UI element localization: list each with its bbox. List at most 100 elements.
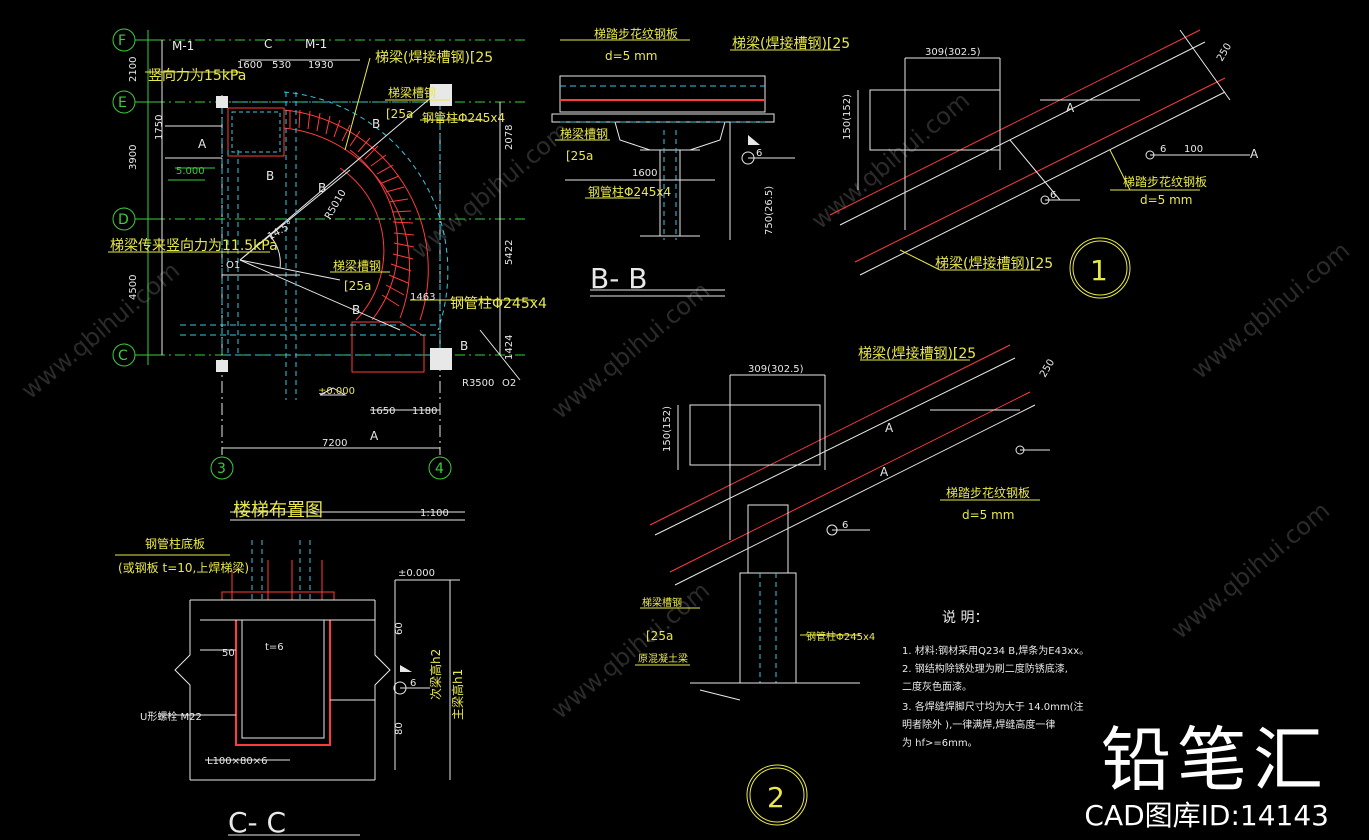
channel-label: 梯梁槽钢	[560, 126, 608, 141]
axis-label-3: 3	[217, 461, 226, 477]
section-bb	[551, 39, 840, 297]
section-cc	[115, 540, 460, 836]
dim-right: 1424	[504, 335, 515, 360]
beam-channel-label: 梯梁槽钢	[388, 85, 436, 100]
axis-label-4: 4	[435, 461, 444, 477]
watermark-repeat: www.qbihui.com	[1186, 236, 1355, 384]
radius-label: R5010	[323, 188, 349, 222]
vertical-force-label: 竖向力为15kPa	[148, 68, 246, 84]
dim-250: 250	[1038, 357, 1057, 379]
watermark-brand: 铅笔汇	[1101, 719, 1329, 801]
tread-label: 梯踏步花纹钢板	[594, 26, 678, 41]
dim-60: 60	[394, 622, 405, 635]
dim-750: 750(26.5)	[764, 186, 775, 235]
watermark-id: CAD图库ID:14143	[1084, 799, 1329, 832]
base-plate-note: (或钢板 t=10,上焊梯梁)	[118, 560, 249, 575]
weld-size: 6	[1160, 144, 1166, 155]
weld-a: A	[1250, 147, 1259, 161]
section-a: A	[880, 465, 889, 479]
beam-label: 梯梁(焊接槽钢)[25	[858, 345, 976, 362]
section-b-mark: B	[372, 117, 380, 131]
dim-309: 309(302.5)	[748, 364, 804, 375]
beam-weld-channel-label: 梯梁(焊接槽钢)[25	[375, 49, 493, 66]
tread-thickness: d=5 mm	[1140, 193, 1193, 207]
section-b-mark: B	[266, 169, 274, 183]
dim-50: 50	[222, 648, 235, 659]
notes-title: 说 明：	[942, 610, 988, 626]
door-label: M-1	[172, 39, 194, 53]
dim-250: 250	[1215, 41, 1234, 63]
notes-item: 明者除外 ),一律满焊,焊缝高度一律	[902, 718, 1055, 731]
detail-1	[829, 29, 1250, 299]
dim-150: 150(152)	[662, 406, 673, 452]
dim-bottom: 7200	[322, 438, 347, 449]
dim-top: 1600	[237, 60, 262, 71]
section-a: A	[1066, 101, 1075, 115]
weld-size: 6	[1050, 190, 1056, 201]
stair-plan	[108, 28, 535, 521]
section-a: A	[885, 421, 894, 435]
main-beam-height: 主梁高h1	[450, 669, 465, 720]
plate-thickness: t=6	[265, 642, 284, 653]
center-o1: O1	[226, 260, 240, 271]
tread-label: 梯踏步花纹钢板	[946, 485, 1030, 500]
section-b-mark: B	[352, 303, 360, 317]
u-bolt-label: U形螺栓 M22	[140, 710, 202, 723]
notes-item: 二度灰色面漆。	[902, 680, 972, 693]
axis-label-c: C	[118, 348, 128, 364]
section-b-mark: B	[318, 181, 326, 195]
beam-force-label: 梯梁传来竖向力为11.5kPa	[110, 238, 278, 254]
elevation-zero: ±0.000	[398, 568, 435, 579]
stair-treads	[289, 109, 415, 307]
weld-size: 6	[842, 520, 848, 531]
tread-thickness: d=5 mm	[605, 49, 658, 63]
channel-label: 梯梁槽钢	[642, 596, 682, 609]
dim-bottom: 1650	[370, 406, 395, 417]
tread-thickness: d=5 mm	[962, 508, 1015, 522]
axis-label-f: F	[118, 33, 126, 49]
axis-label-e: E	[118, 95, 127, 111]
elevation-zero: ±0.000	[318, 386, 355, 397]
watermark-repeat: www.qbihui.com	[546, 576, 715, 724]
dim-1600: 1600	[632, 168, 657, 179]
dim-left: 3900	[128, 145, 139, 170]
watermark-repeat: www.qbihui.com	[546, 276, 715, 424]
section-b-mark: B	[460, 339, 468, 353]
channel-size-label: [25a	[386, 107, 413, 121]
secondary-beam-height: 次梁高h2	[428, 649, 443, 700]
watermark-repeat: www.qbihui.com	[16, 256, 185, 404]
radius-label: R3500	[462, 378, 494, 389]
tread-label: 梯踏步花纹钢板	[1123, 174, 1207, 189]
dim-top: 530	[272, 60, 291, 71]
section-cc-texts: 钢管柱底板 (或钢板 t=10,上焊梯梁) ±0.000 t=6 50 60 8…	[118, 536, 465, 839]
detail-1-number: 1	[1090, 254, 1108, 287]
base-plate-label: 钢管柱底板	[145, 536, 205, 551]
section-bb-title: B- B	[590, 262, 647, 295]
ground-label: 原混凝土梁	[638, 652, 688, 665]
channel-size: [25a	[646, 629, 673, 643]
watermark-repeat: www.qbihui.com	[1166, 496, 1335, 644]
center-o2: O2	[502, 378, 516, 389]
pipe-label: 钢管柱Φ245x4	[806, 630, 875, 643]
dim-left: 1750	[154, 115, 165, 140]
dim-left: 2100	[128, 57, 139, 82]
section-cc-title: C- C	[228, 806, 286, 839]
section-a-mark-bottom: A	[370, 429, 379, 443]
notes-item: 3. 各焊缝焊脚尺寸均为大于 14.0mm(注	[902, 700, 1084, 713]
pipe-column-label: 钢管柱Φ245x4	[422, 110, 505, 125]
dim-bottom: 1180	[412, 406, 437, 417]
dim-80: 80	[394, 722, 405, 735]
beam-label: 梯梁(焊接槽钢)[25	[935, 255, 1053, 272]
watermark-repeat: www.qbihui.com	[806, 86, 975, 234]
detail-2-texts: 309(302.5) 150(152) 250 梯梁(焊接槽钢)[25 A A …	[638, 345, 1057, 814]
dim-left: 4500	[128, 275, 139, 300]
watermark: 铅笔汇 CAD图库ID:14143	[1084, 720, 1329, 832]
beam-channel-label-2: 梯梁槽钢	[333, 258, 381, 273]
watermark-repeat: www.qbihui.com	[406, 116, 575, 264]
pipe-column-label-2: 钢管柱Φ245x4	[450, 296, 547, 312]
section-bb-texts: 梯踏步花纹钢板 d=5 mm 梯梁(焊接槽钢)[25 梯梁槽钢 [25a 钢管柱…	[560, 26, 850, 295]
dim-150: 150(152)	[842, 94, 853, 140]
dim-right: 2078	[504, 125, 515, 150]
angle-label: 14.5°	[266, 219, 295, 242]
dim-right: 1463	[410, 292, 435, 303]
